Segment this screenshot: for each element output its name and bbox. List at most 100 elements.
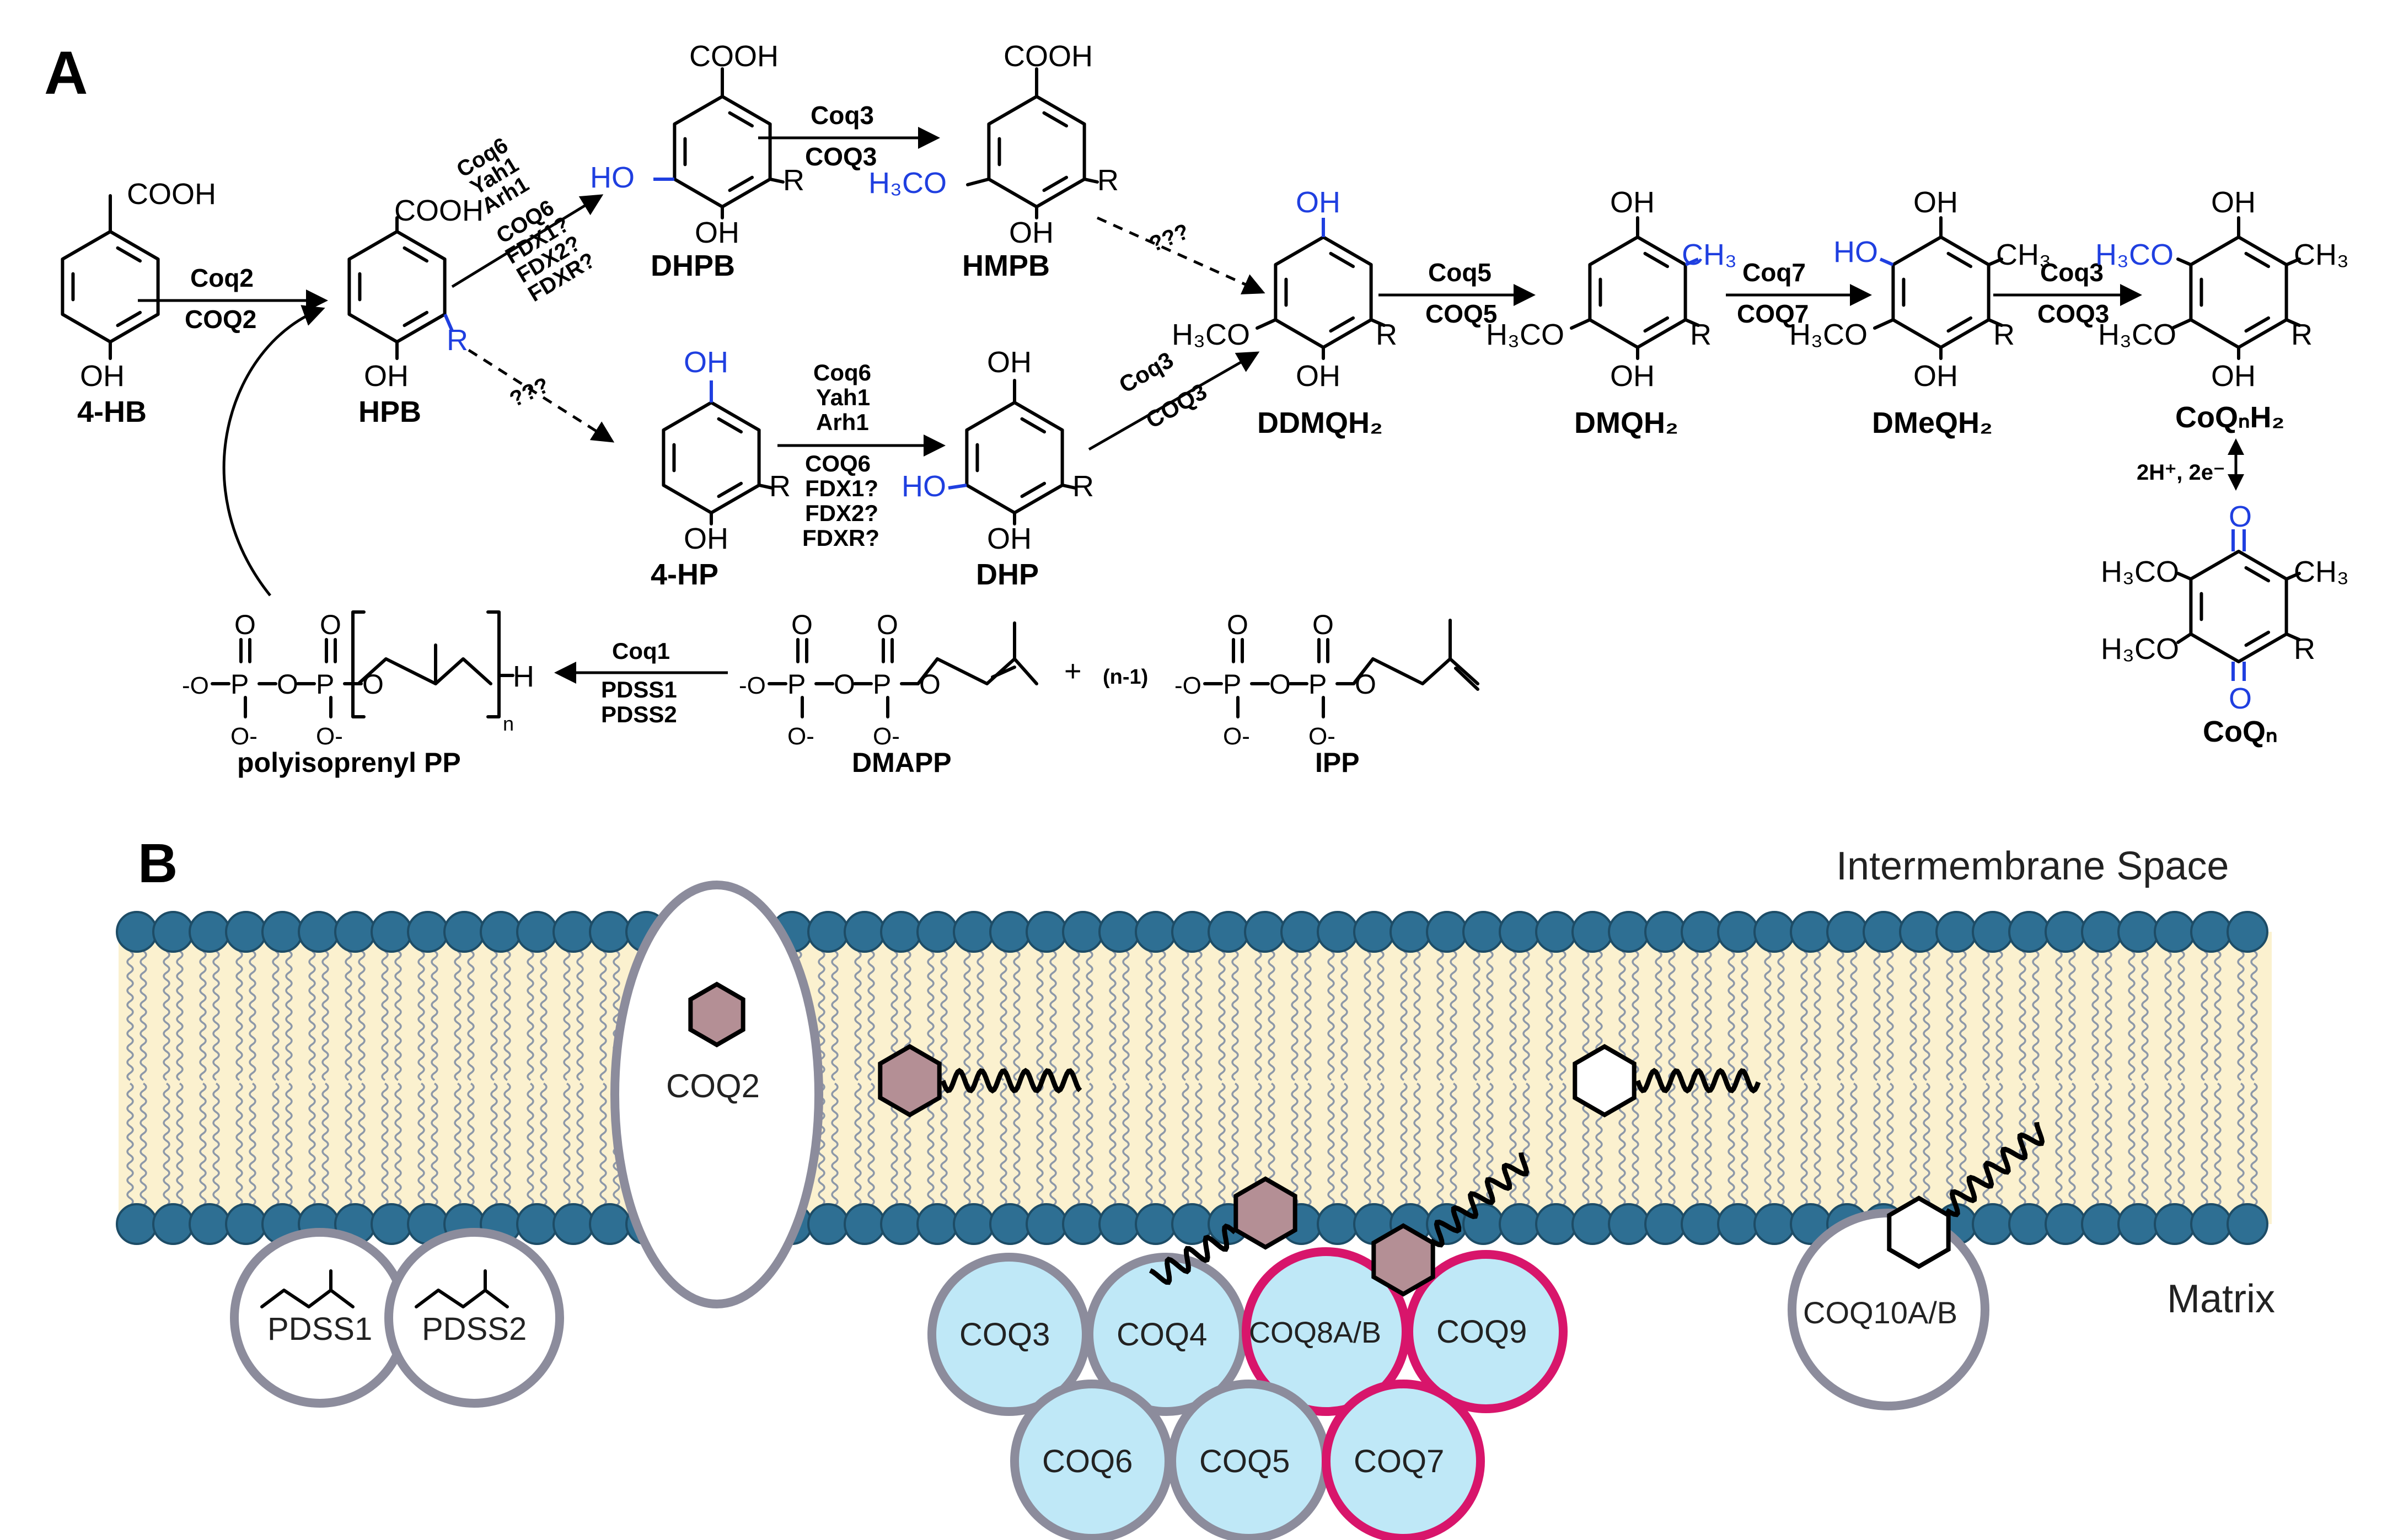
coq5-label: COQ5 [1199,1444,1290,1479]
compound-name: HMPB [962,249,1050,282]
svg-text:P: P [787,669,806,700]
coq7-protein[interactable] [1322,1380,1485,1540]
hexagon-ring-icon [878,1044,942,1118]
compound-dmqh2: OH H₃CO OH R CH₃ DMQH₂ [1486,186,1737,439]
r-group-label: R [783,164,804,197]
methyl-label: CH₃ [2294,555,2349,588]
arrow-hpb-dhpb [451,194,604,288]
pdss2-protein[interactable] [384,1228,564,1408]
coq2-transmembrane-protein[interactable] [610,881,823,1308]
compound-name: CoQₙ [2203,715,2278,748]
compound-name: DMeQH₂ [1872,406,1993,439]
compound-4-hb: COOH OH 4-HB [61,178,216,428]
r-group-label: R [447,324,468,357]
isoprenoid-tail [1635,1067,1761,1094]
svg-text:-O: -O [1174,672,1201,699]
methoxy-label: H₃CO [868,167,947,200]
methyl-label: CH₃ [1682,238,1737,271]
panel-b-label: B [138,833,178,894]
r-group-label: R [1993,318,2015,351]
methoxy-label: H₃CO [2098,318,2176,351]
r-group-label: R [769,470,791,503]
quinone-ring [2189,550,2288,663]
r-group-label: R [1690,318,1712,351]
compound-4-hp: OH OH R 4-HP [651,346,791,591]
coq10ab-protein[interactable] [1788,1209,1989,1410]
arrow-polyprenyl-to-hpb [222,305,325,597]
svg-text:O-: O- [873,723,900,750]
r-group-label: R [1376,318,1397,351]
arrow-dhp-ddmqh2 [1088,351,1260,451]
svg-text:O: O [1269,669,1291,700]
cooh-label: COOH [1004,40,1093,73]
redox-label: 2H⁺, 2e⁻ [2137,460,2225,485]
benzene-ring [1588,235,1687,349]
matrix-label: Matrix [2167,1277,2275,1321]
svg-text:O: O [834,669,855,700]
subscript-n: n [503,712,514,735]
enzyme-coq2-yeast: Coq2 [190,264,254,292]
svg-text:P: P [316,669,334,700]
benzene-ring [1891,235,1991,349]
compound-name: DMQH₂ [1574,406,1678,439]
oh-label: OH [987,346,1032,379]
svg-text:O: O [320,609,341,640]
benzene-ring [987,95,1086,208]
compound-coqn: O O H₃CO H₃CO CH₃ R CoQₙ [2101,500,2349,748]
compound-dmeqh2: OH HO H₃CO OH R CH₃ DMeQH₂ [1789,186,2051,439]
methoxy-label: H₃CO [1789,318,1868,351]
oh-label: OH [1009,216,1054,249]
enzyme-coq7-yeast: Coq7 [1742,258,1806,287]
isoprenoid-tail [1149,1224,1237,1285]
methyl-label: CH₃ [2294,238,2349,271]
enzyme-coq7-human: COQ7 [1737,299,1809,328]
pdss2-label: PDSS2 [422,1311,527,1347]
benzene-ring [1274,235,1373,349]
coq6-label: COQ6 [1042,1444,1133,1479]
oh-label: OH [1610,359,1655,393]
r-group-label: R [2294,632,2315,666]
oh-label: OH [987,522,1032,555]
compound-name: DDMQH₂ [1257,406,1383,439]
enzyme-coq3-human: COQ3 [2037,299,2109,328]
cooh-label: COOH [127,178,216,211]
svg-text:O: O [1312,609,1334,640]
intermembrane-space-label: Intermembrane Space [1836,844,2229,888]
svg-text:P: P [873,669,891,700]
oh-label: OH [1610,186,1655,219]
enzyme-label: Coq3 [1114,347,1177,398]
panel-a-label: A [44,39,88,107]
svg-text:O-: O- [787,723,814,750]
coq9-protein[interactable] [1404,1250,1568,1413]
enzyme-stack-coq6-lower: Coq6 Yah1 Arh1 COQ6 FDX1? FDX2? FDXR? [802,359,879,551]
oh-label: OH [364,359,409,393]
oh-label: OH [1296,359,1340,393]
enzyme-label: Yah1 [816,384,870,410]
benzene-ring [965,401,1064,514]
svg-text:-O: -O [739,672,766,699]
enzyme-coq1-yeast: Coq1 [612,638,670,664]
oh-label: OH [684,522,728,555]
coq10ab-label: COQ10A/B [1803,1295,1957,1330]
compound-dhp: OH HO OH R DHP [902,346,1094,591]
r-group-label: R [2291,318,2313,351]
plus-sign: + [1064,654,1082,688]
enzyme-coq5-yeast: Coq5 [1428,258,1492,287]
coefficient-label: (n-1) [1103,666,1148,689]
svg-text:O: O [919,669,941,700]
hexagon-ring-icon [1233,1176,1297,1250]
compound-name: 4-HB [77,395,147,428]
methoxy-label: H₃CO [1486,318,1564,351]
compound-ddmqh2: OH H₃CO OH R DDMQH₂ [1172,186,1397,439]
svg-text:O: O [362,669,384,700]
svg-text:-O: -O [182,672,209,699]
oh-label: OH [2211,186,2256,219]
enzyme-label: COQ3 [1141,378,1211,433]
arrow-hmpb-ddmqh2 [1096,216,1265,294]
compound-hpb: COOH OH R HPB [347,194,484,428]
ho-label: HO [902,470,946,503]
